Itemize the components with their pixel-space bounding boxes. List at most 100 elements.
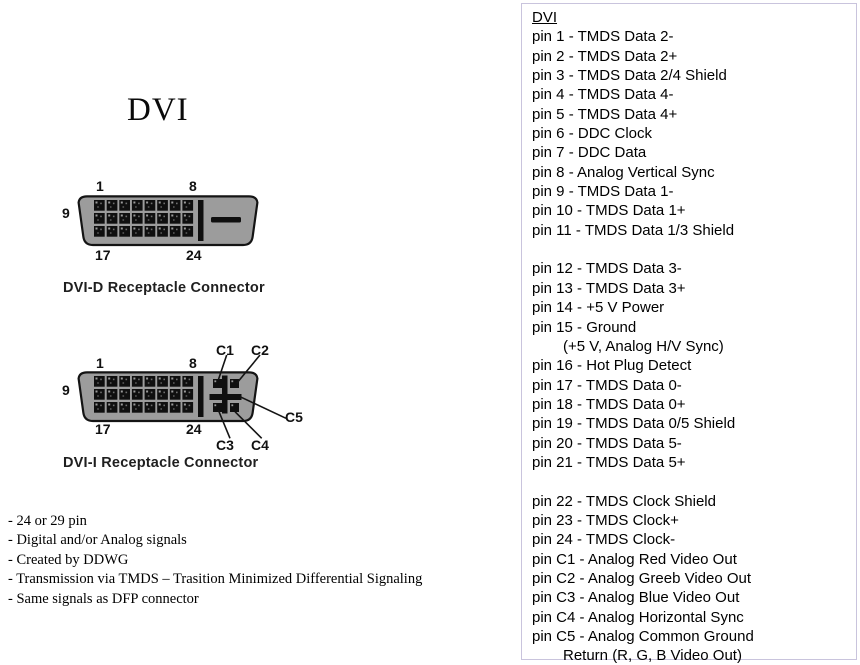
note-line: - Same signals as DFP connector — [8, 590, 199, 607]
pin-list-spacer — [532, 472, 856, 491]
pin-list-line: pin 22 - TMDS Clock Shield — [532, 492, 716, 510]
pin-list-line: pin C4 - Analog Horizontal Sync — [532, 608, 744, 626]
dvid-label-pin9: 9 — [62, 205, 70, 221]
pin-list-line: pin 2 - TMDS Data 2+ — [532, 47, 678, 65]
pin-list: pin 1 - TMDS Data 2-pin 2 - TMDS Data 2+… — [532, 27, 856, 665]
pin-list-line: pin 12 - TMDS Data 3- — [532, 260, 682, 278]
dvid-connector-drawing — [77, 195, 259, 247]
connector-pin — [169, 389, 181, 400]
connector-pin — [94, 376, 105, 387]
connector-pin — [131, 389, 143, 400]
connector-pin — [94, 389, 105, 400]
connector-pin — [157, 389, 168, 400]
dvii-label-c5: C5 — [285, 409, 303, 425]
dvii-analog-leader-lines — [217, 354, 287, 439]
note-line: - Digital and/or Analog signals — [8, 532, 187, 549]
pin-list-line: Return (R, G, B Video Out) — [563, 647, 742, 665]
connector-pin — [157, 402, 168, 413]
pin-list-line: pin 1 - TMDS Data 2- — [532, 28, 674, 46]
connector-pin — [144, 389, 156, 400]
dvii-label-c3: C3 — [216, 437, 234, 453]
dvid-label-pin8: 8 — [189, 178, 197, 194]
pin-list-line: pin 16 - Hot Plug Detect — [532, 357, 692, 375]
connector-pin — [169, 402, 181, 413]
connector-pin — [94, 226, 105, 237]
connector-pin — [157, 226, 168, 237]
dvii-label-pin8: 8 — [189, 355, 197, 371]
connector-pin — [119, 226, 130, 237]
dvid-label-pin1: 1 — [96, 178, 104, 194]
dvid-label-pin17: 17 — [95, 247, 111, 263]
pin-list-line: pin 18 - TMDS Data 0+ — [532, 395, 686, 413]
connector-pin — [144, 213, 156, 224]
pin-list-line: pin 4 - TMDS Data 4- — [532, 86, 674, 104]
note-line: - Created by DDWG — [8, 551, 129, 568]
connector-pin — [182, 200, 194, 211]
dvii-label-pin24: 24 — [186, 421, 202, 437]
pin-list-line: (+5 V, Analog H/V Sync) — [563, 337, 724, 355]
pin-list-line: pin C5 - Analog Common Ground — [532, 628, 754, 645]
pin-list-spacer — [532, 240, 856, 259]
dvi-notes-list: - 24 or 29 pin- Digital and/or Analog si… — [8, 512, 422, 609]
connector-pin — [144, 376, 156, 387]
dvii-label-pin1: 1 — [96, 355, 104, 371]
pin-list-line: pin C3 - Analog Blue Video Out — [532, 589, 740, 607]
connector-pin — [106, 389, 118, 400]
connector-pin — [182, 376, 194, 387]
dvii-caption: DVI-I Receptacle Connector — [63, 455, 259, 471]
leader-line-c2 — [236, 354, 261, 384]
pin-list-line: pin 11 - TMDS Data 1/3 Shield — [532, 221, 735, 239]
leader-line-c3 — [217, 409, 231, 439]
dvii-label-c1: C1 — [216, 342, 234, 358]
pin-list-line: pin 7 - DDC Data — [532, 144, 647, 162]
connector-pin — [131, 200, 143, 211]
connector-pin — [144, 402, 156, 413]
dvii-label-pin17: 17 — [95, 421, 111, 437]
dvii-cross-blade-vertical — [222, 375, 228, 414]
connector-pin — [182, 226, 194, 237]
connector-pin — [182, 213, 194, 224]
connector-pin — [157, 376, 168, 387]
connector-pin — [157, 213, 168, 224]
leader-line-c1 — [217, 354, 228, 381]
dvii-label-c4: C4 — [251, 437, 269, 453]
connector-pin — [169, 376, 181, 387]
pin-list-line: pin 24 - TMDS Clock- — [532, 531, 676, 549]
dvii-label-c2: C2 — [251, 342, 269, 358]
note-line: - Transmission via TMDS – Trasition Mini… — [8, 571, 423, 588]
pin-list-line: pin 19 - TMDS Data 0/5 Shield — [532, 415, 736, 433]
pin-list-line: pin C2 - Analog Greeb Video Out — [532, 569, 752, 587]
dvii-connector-drawing — [77, 371, 259, 423]
connector-pin — [119, 389, 130, 400]
leader-line-c4 — [234, 411, 263, 439]
connector-pin — [169, 213, 181, 224]
connector-pin — [119, 402, 130, 413]
pin-list-line: pin 14 - +5 V Power — [532, 299, 665, 317]
pin-list-panel: DVI pin 1 - TMDS Data 2-pin 2 - TMDS Dat… — [521, 3, 857, 664]
pin-list-line: pin 23 - TMDS Clock+ — [532, 511, 679, 529]
connector-pin — [131, 226, 143, 237]
pin-list-line: pin 17 - TMDS Data 0- — [532, 376, 682, 394]
dvid-caption: DVI-D Receptacle Connector — [63, 280, 265, 296]
connector-pin — [169, 200, 181, 211]
connector-pin — [94, 200, 105, 211]
pin-list-line: pin 21 - TMDS Data 5+ — [532, 453, 686, 471]
connector-pin — [106, 402, 118, 413]
pin-list-line: pin 5 - TMDS Data 4+ — [532, 105, 678, 123]
connector-pin — [131, 402, 143, 413]
connector-pin — [106, 200, 118, 211]
connector-pin — [182, 389, 194, 400]
dvid-label-pin24: 24 — [186, 247, 202, 263]
pin-list-line: pin 20 - TMDS Data 5- — [532, 434, 682, 452]
pin-list-line: pin 3 - TMDS Data 2/4 Shield — [532, 67, 727, 85]
connector-pin — [119, 200, 130, 211]
connector-pin — [169, 226, 181, 237]
connector-pin — [106, 213, 118, 224]
page-title: DVI — [127, 92, 189, 128]
dvid-flat-blade — [211, 217, 241, 223]
pin-list-line: pin 8 - Analog Vertical Sync — [532, 163, 715, 181]
pin-list-line: pin 6 - DDC Clock — [532, 125, 653, 143]
dvii-separator-bar — [198, 376, 204, 417]
pin-list-line: pin C1 - Analog Red Video Out — [532, 550, 737, 568]
